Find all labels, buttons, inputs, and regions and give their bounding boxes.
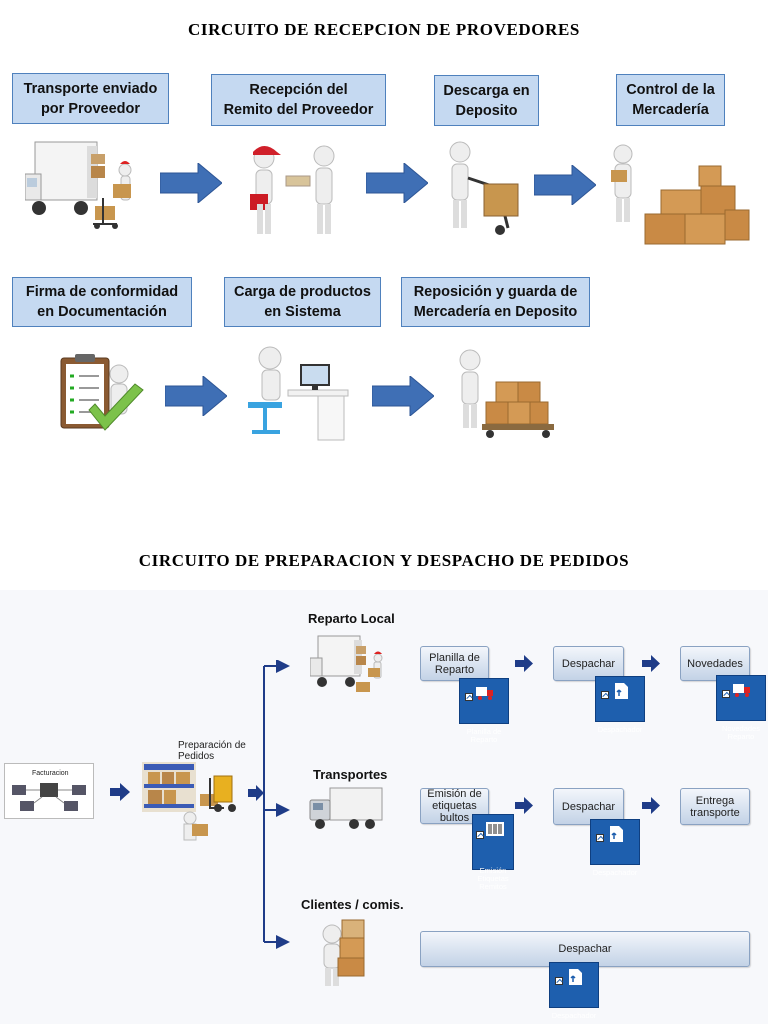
facturacion-network-icon: [4, 763, 94, 819]
branch-title-transportes: Transportes: [313, 767, 388, 782]
branch-title-reparto-local: Reparto Local: [308, 611, 395, 626]
facturacion-label: Facturacion: [32, 770, 69, 777]
truck-icon: [476, 687, 493, 700]
warehouse-forklift-icon: [142, 762, 236, 841]
step-transporte-enviado: Transporte enviado por Proveedor: [12, 73, 169, 124]
shortcut-arrow-icon: [465, 693, 473, 701]
barcode-icon: [486, 822, 504, 836]
arrow-transportes-1: [515, 797, 533, 814]
step-descarga-deposito: Descarga en Deposito: [434, 75, 539, 126]
pallet-cart-icon: [459, 349, 554, 438]
novedades-reparto-app-label: Novedades Reparto: [722, 724, 760, 741]
shortcut-arrow-icon: [555, 977, 563, 985]
computer-desk-icon: [248, 346, 349, 441]
branch-connector-lines: [263, 660, 290, 949]
flow-arrow-3: [534, 165, 596, 205]
flow-arrow-1: [160, 163, 222, 203]
despachador-clientes-app-label: Despachador: [551, 1011, 597, 1020]
entrega-transporte-button[interactable]: Entrega transporte: [680, 788, 750, 825]
transport-truck-icon: [309, 787, 383, 829]
shortcut-arrow-icon: [476, 831, 484, 839]
step-control-mercaderia: Control de la Mercadería: [616, 74, 725, 126]
despachador-local-app-icon[interactable]: Despachador: [595, 676, 645, 734]
step-recepcion-remito: Recepción del Remito del Proveedor: [211, 74, 386, 126]
person-carrying-boxes-icon: [322, 919, 365, 986]
despachador-transportes-app-label: Despachador: [592, 868, 638, 877]
flow-arrow-5: [372, 376, 434, 416]
reception-circuit-title: CIRCUITO DE RECEPCION DE PROVEDORES: [188, 20, 580, 39]
despachar-clientes-button[interactable]: Despachar: [420, 931, 750, 967]
hand-truck-icon: [449, 141, 519, 235]
document-icon: [615, 683, 628, 699]
shortcut-arrow-icon: [596, 834, 604, 842]
step-firma-conformidad: Firma de conformidad en Documentación: [12, 277, 192, 327]
clipboard-check-icon: [60, 354, 144, 431]
branch-title-clientes: Clientes / comis.: [301, 897, 404, 912]
novedades-reparto-app-icon[interactable]: Novedades Reparto: [716, 675, 766, 741]
emision-etiquetas-app-icon[interactable]: Emisión Etiquetas Remitos: [472, 814, 514, 891]
step-carga-sistema: Carga de productos en Sistema: [224, 277, 381, 327]
delivery-truck-icon: [25, 141, 132, 229]
planilla-reparto-button[interactable]: Planilla de Reparto: [420, 646, 489, 681]
flow-arrow-4: [165, 376, 227, 416]
planilla-reparto-app-label: Planilla de Reparto: [466, 727, 502, 744]
arrow-local-1: [515, 655, 533, 672]
flow-arrow-2: [366, 163, 428, 203]
arrow-transportes-2: [642, 797, 660, 814]
despachador-local-app-label: Despachador: [597, 725, 643, 734]
despachar-local-button[interactable]: Despachar: [553, 646, 624, 681]
arrow-local-2: [642, 655, 660, 672]
despachador-clientes-app-icon[interactable]: Despachador: [549, 962, 599, 1020]
shortcut-arrow-icon: [722, 690, 730, 698]
novedades-button[interactable]: Novedades: [680, 646, 750, 681]
boxes-control-icon: [611, 144, 750, 245]
step-reposicion-guarda: Reposición y guarda de Mercadería en Dep…: [401, 277, 590, 327]
local-delivery-truck-icon: [310, 635, 383, 692]
dispatch-circuit-title: CIRCUITO DE PREPARACION Y DESPACHO DE PE…: [138, 551, 630, 570]
truck-icon: [733, 684, 750, 697]
document-icon: [610, 826, 623, 842]
despachar-transportes-button[interactable]: Despachar: [553, 788, 624, 825]
planilla-reparto-app-icon[interactable]: Planilla de Reparto: [459, 678, 509, 744]
document-icon: [569, 969, 582, 985]
arrow-preparacion-branches: [248, 785, 264, 801]
arrow-facturacion-preparacion: [110, 783, 130, 801]
despachador-transportes-app-icon[interactable]: Despachador: [590, 819, 640, 877]
handover-document-icon: [250, 145, 335, 234]
shortcut-arrow-icon: [601, 691, 609, 699]
emision-etiquetas-app-label: Emisión Etiquetas Remitos: [477, 866, 509, 891]
preparacion-pedidos-label: Preparación de Pedidos: [178, 740, 246, 762]
